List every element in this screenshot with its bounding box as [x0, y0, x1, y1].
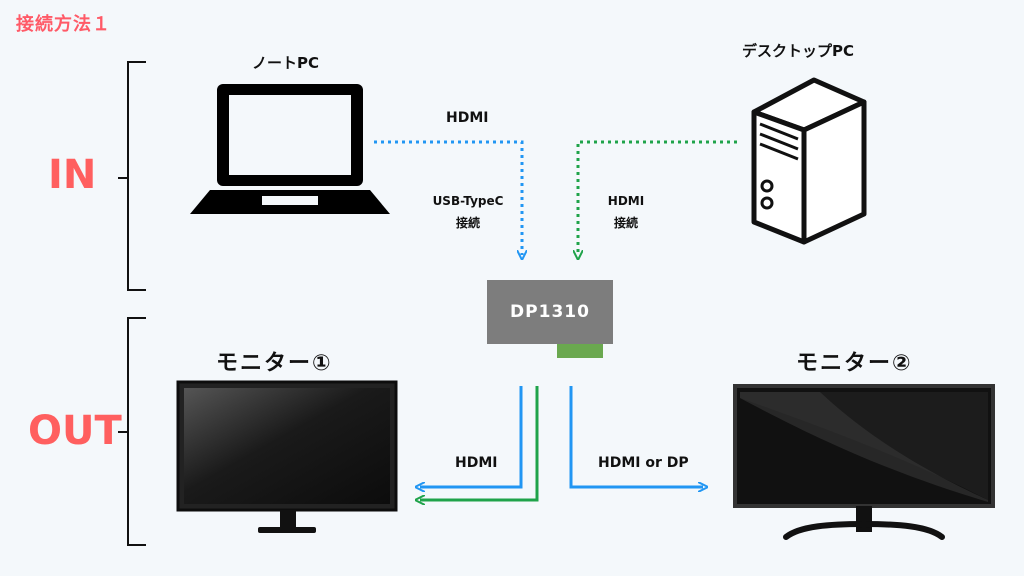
desktop-label: デスクトップPC [742, 42, 855, 60]
laptop-connection-line [374, 140, 522, 255]
desktop-hdmi-label: HDMI 接続 [596, 190, 656, 234]
desktop-tower-icon [751, 77, 867, 245]
laptop-usbc-line1: USB-TypeC [432, 194, 504, 208]
in-section-label: IN [48, 152, 97, 198]
desktop-hdmi-line2: 接続 [613, 216, 638, 230]
hub-label: DP1310 [510, 302, 590, 322]
out-section-label: OUT [28, 408, 122, 454]
monitor2-blue-line [569, 386, 703, 487]
monitor1-icon [176, 380, 398, 533]
hub-box: DP1310 [487, 280, 613, 344]
laptop-label: ノートPC [252, 54, 320, 72]
laptop-usbc-label: USB-TypeC 接続 [422, 190, 514, 234]
monitor1-connection-label: HDMI [455, 455, 498, 471]
laptop-icon [190, 84, 390, 214]
monitor1-green-line [420, 386, 539, 500]
hub-connector-tab [557, 344, 603, 358]
monitor1-label: モニター① [216, 351, 333, 376]
laptop-usbc-line2: 接続 [455, 216, 480, 230]
desktop-hdmi-line1: HDMI [607, 194, 645, 208]
monitor2-connection-label: HDMI or DP [598, 455, 689, 471]
monitor2-label: モニター② [796, 351, 913, 376]
page-title: 接続方法１ [16, 14, 111, 35]
laptop-hdmi-label: HDMI [446, 110, 489, 126]
in-bracket [118, 61, 146, 291]
out-bracket [118, 317, 146, 546]
monitor1-blue-line [420, 386, 523, 487]
monitor2-icon [733, 384, 995, 540]
